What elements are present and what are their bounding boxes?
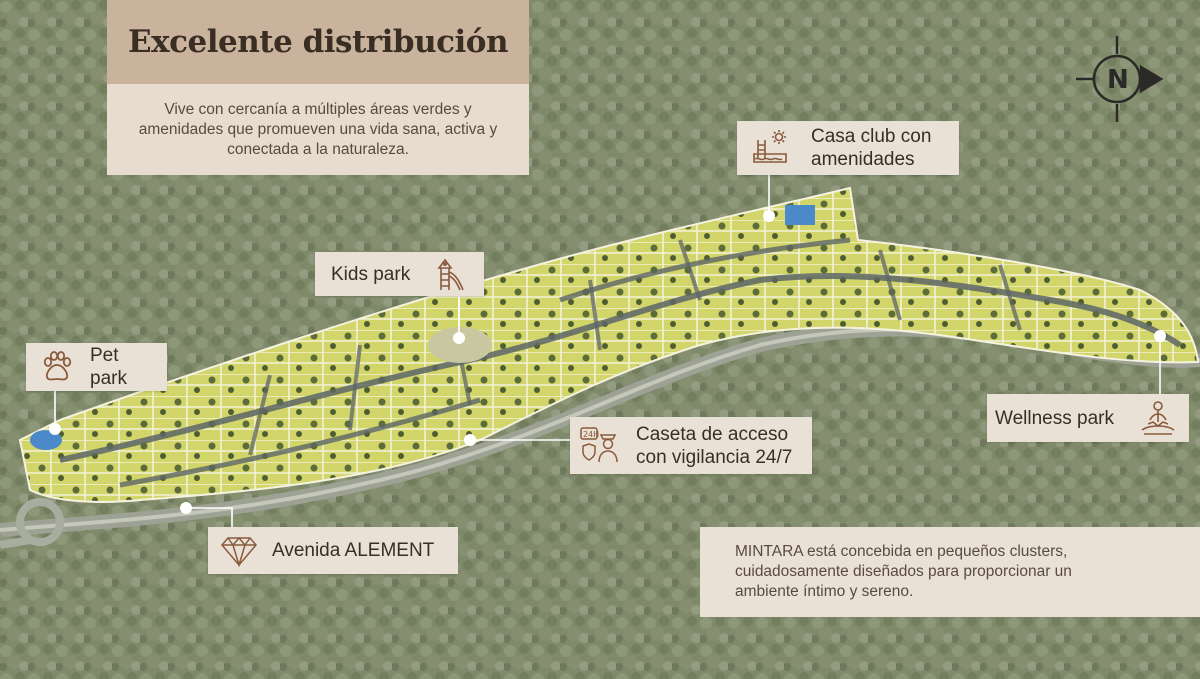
label-kids-park: Kids park <box>315 252 484 296</box>
playground-slide-icon <box>428 251 474 297</box>
title-banner: Excelente distribución <box>107 0 529 84</box>
page-title: Excelente distribución <box>128 24 509 60</box>
label-kids-park-text: Kids park <box>331 263 411 285</box>
marker-avenida <box>180 502 192 514</box>
marker-caseta <box>464 434 476 446</box>
security-guard-24h-icon: 24H <box>576 423 622 469</box>
meditation-icon <box>1135 395 1181 441</box>
marker-pet-park <box>49 423 61 435</box>
label-casa-club-text: Casa club con amenidades <box>811 126 932 170</box>
roundabout <box>16 498 64 546</box>
description-text: MINTARA está concebida en pequeños clust… <box>735 543 1072 600</box>
svg-text:24H: 24H <box>583 430 599 439</box>
label-casa-club: Casa club con amenidades <box>737 121 959 175</box>
marker-wellness <box>1154 330 1166 342</box>
label-pet-park-text: Pet park <box>90 345 127 389</box>
description-panel: MINTARA está concebida en pequeños clust… <box>700 527 1200 617</box>
compass-icon: N <box>1073 33 1165 125</box>
label-pet-park: Pet park <box>26 343 167 391</box>
label-avenida: Avenida ALEMENT <box>208 527 458 574</box>
subtitle-panel: Vive con cercanía a múltiples áreas verd… <box>107 84 529 175</box>
development-footprint <box>18 186 1200 503</box>
page-subtitle: Vive con cercanía a múltiples áreas verd… <box>138 100 498 158</box>
label-caseta-text: Caseta de acceso con vigilancia 24/7 <box>636 423 793 468</box>
diamond-icon <box>216 528 262 574</box>
marker-kids-park <box>453 332 465 344</box>
pool-clubhouse-icon <box>747 125 793 171</box>
paw-icon <box>34 344 80 390</box>
label-wellness-park-text: Wellness park <box>995 407 1114 429</box>
marker-casa-club <box>763 210 775 222</box>
compass-label: N <box>1107 65 1129 95</box>
label-avenida-text: Avenida ALEMENT <box>272 540 435 561</box>
label-wellness-park: Wellness park <box>987 394 1189 442</box>
label-caseta: 24H Caseta de acceso con vigilancia 24/7 <box>570 417 812 474</box>
